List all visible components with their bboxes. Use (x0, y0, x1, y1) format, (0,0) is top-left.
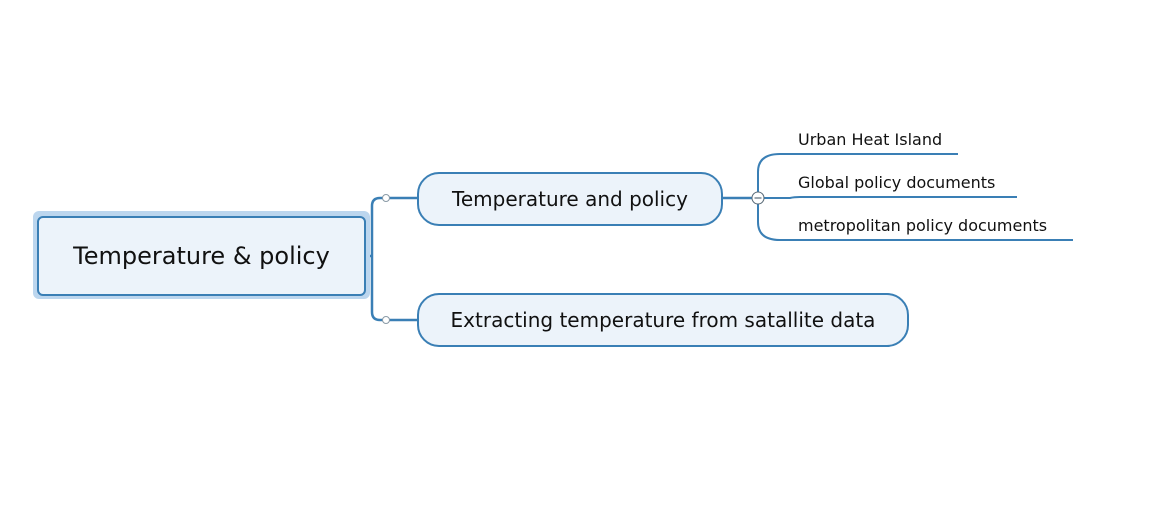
central-topic[interactable]: Temperature & policy (37, 216, 366, 296)
connector-trunk (370, 196, 386, 322)
branch-topic-temperature-and-policy[interactable]: Temperature and policy (417, 172, 723, 226)
branch-2-handle[interactable] (382, 316, 390, 324)
collapse-toggle-icon[interactable] (751, 191, 765, 205)
subtopic-label: metropolitan policy documents (798, 215, 1048, 235)
central-topic-label: Temperature & policy (73, 242, 330, 270)
subtopic-global-policy-documents[interactable]: Global policy documents (796, 171, 1016, 193)
branch-topic-label: Temperature and policy (452, 187, 688, 211)
subtopic-label: Urban Heat Island (798, 129, 943, 149)
connector-leaf-1 (757, 153, 958, 198)
subtopic-label: Global policy documents (798, 172, 996, 192)
branch-1-handle[interactable] (382, 194, 390, 202)
subtopic-metropolitan-policy-documents[interactable]: metropolitan policy documents (796, 214, 1072, 236)
connector-leaf-3 (757, 198, 1073, 241)
connector-leaf-2 (758, 196, 1017, 199)
subtopic-urban-heat-island[interactable]: Urban Heat Island (796, 128, 956, 150)
branch-topic-extracting-temperature[interactable]: Extracting temperature from satallite da… (417, 293, 909, 347)
branch-topic-label: Extracting temperature from satallite da… (450, 308, 876, 332)
